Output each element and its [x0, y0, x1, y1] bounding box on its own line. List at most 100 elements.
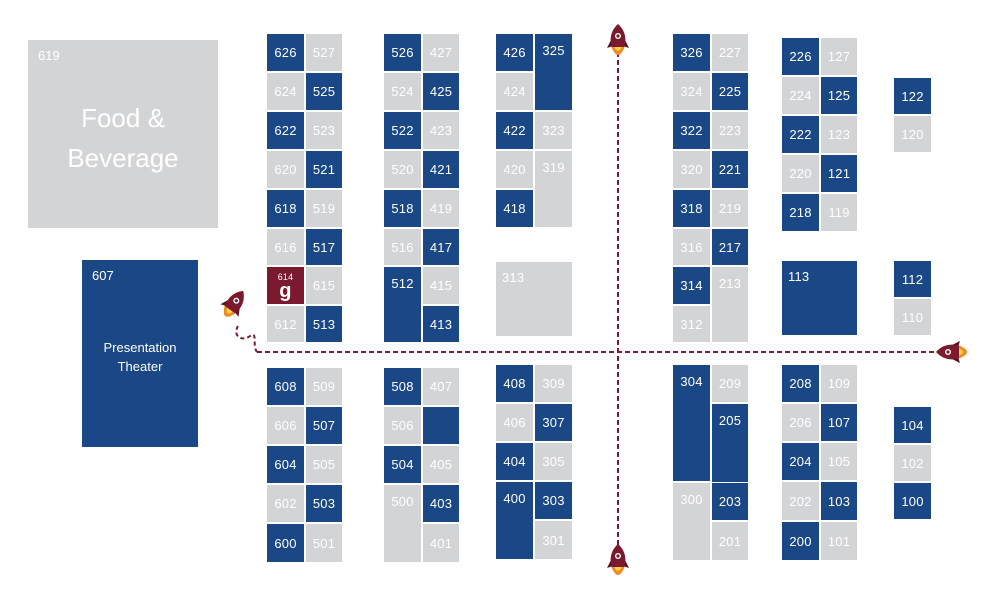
booth-508[interactable]: 508 — [383, 367, 422, 406]
booth-326[interactable]: 326 — [672, 33, 711, 72]
booth-323[interactable]: 323 — [534, 111, 573, 150]
booth-122[interactable]: 122 — [893, 77, 932, 115]
booth-420[interactable]: 420 — [495, 150, 534, 189]
booth-218[interactable]: 218 — [781, 193, 820, 232]
booth-515[interactable]: 615 — [305, 266, 343, 305]
booth-100[interactable]: 100 — [893, 482, 932, 520]
booth-221[interactable]: 221 — [711, 150, 749, 189]
booth-227[interactable]: 227 — [711, 33, 749, 72]
booth-505[interactable]: 505 — [305, 445, 343, 484]
booth-525[interactable]: 525 — [305, 72, 343, 111]
booth-417[interactable]: 417 — [422, 228, 460, 266]
booth-516[interactable]: 516 — [383, 228, 422, 266]
booth-524[interactable]: 524 — [383, 72, 422, 111]
booth-521[interactable]: 521 — [305, 150, 343, 189]
booth-202[interactable]: 202 — [781, 481, 820, 521]
booth-622[interactable]: 622 — [266, 111, 305, 150]
booth-225[interactable]: 225 — [711, 72, 749, 111]
booth-500[interactable]: 500 — [383, 484, 422, 563]
booth-504[interactable]: 504 — [383, 445, 422, 484]
booth-600[interactable]: 600 — [266, 523, 305, 563]
booth-614-featured[interactable]: 614 g — [266, 266, 305, 305]
booth-104[interactable]: 104 — [893, 406, 932, 444]
booth-206[interactable]: 206 — [781, 403, 820, 442]
booth-406[interactable]: 406 — [495, 403, 534, 442]
booth-520[interactable]: 520 — [383, 150, 422, 189]
booth-112[interactable]: 112 — [893, 260, 932, 298]
booth-527[interactable]: 527 — [305, 33, 343, 72]
booth-300[interactable]: 300 — [672, 482, 711, 561]
booth-509[interactable]: 509 — [305, 367, 343, 406]
booth-103[interactable]: 103 — [820, 481, 858, 521]
booth-blue-unlabeled[interactable] — [422, 406, 460, 445]
booth-309[interactable]: 309 — [534, 364, 573, 403]
booth-209[interactable]: 209 — [711, 364, 749, 403]
booth-305[interactable]: 305 — [534, 442, 573, 481]
booth-303[interactable]: 303 — [534, 481, 573, 520]
booth-125[interactable]: 125 — [820, 76, 858, 115]
booth-203[interactable]: 203 — [711, 482, 749, 521]
booth-102[interactable]: 102 — [893, 444, 932, 482]
booth-105[interactable]: 105 — [820, 442, 858, 481]
booth-424[interactable]: 424 — [495, 72, 534, 111]
booth-201[interactable]: 201 — [711, 521, 749, 561]
booth-425[interactable]: 425 — [422, 72, 460, 111]
booth-608[interactable]: 608 — [266, 367, 305, 406]
booth-413[interactable]: 413 — [422, 305, 460, 343]
booth-404[interactable]: 404 — [495, 442, 534, 481]
booth-507[interactable]: 507 — [305, 406, 343, 445]
booth-501[interactable]: 501 — [305, 523, 343, 563]
booth-101[interactable]: 101 — [820, 521, 858, 561]
booth-626[interactable]: 626 — [266, 33, 305, 72]
booth-208[interactable]: 208 — [781, 364, 820, 403]
booth-316[interactable]: 316 — [672, 228, 711, 266]
booth-204[interactable]: 204 — [781, 442, 820, 481]
booth-624[interactable]: 624 — [266, 72, 305, 111]
booth-121[interactable]: 121 — [820, 154, 858, 193]
booth-423[interactable]: 423 — [422, 111, 460, 150]
booth-506[interactable]: 506 — [383, 406, 422, 445]
booth-512[interactable]: 512 — [383, 266, 422, 343]
booth-307[interactable]: 307 — [534, 403, 573, 442]
booth-618[interactable]: 618 — [266, 189, 305, 228]
booth-407[interactable]: 407 — [422, 367, 460, 406]
booth-421[interactable]: 421 — [422, 150, 460, 189]
booth-517[interactable]: 517 — [305, 228, 343, 266]
booth-301[interactable]: 301 — [534, 520, 573, 560]
booth-217[interactable]: 217 — [711, 228, 749, 266]
booth-522[interactable]: 522 — [383, 111, 422, 150]
booth-418[interactable]: 418 — [495, 189, 534, 228]
booth-612[interactable]: 612 — [266, 305, 305, 343]
booth-322[interactable]: 322 — [672, 111, 711, 150]
booth-313[interactable]: 313 — [495, 261, 573, 337]
booth-320[interactable]: 320 — [672, 150, 711, 189]
booth-200[interactable]: 200 — [781, 521, 820, 561]
booth-519[interactable]: 519 — [305, 189, 343, 228]
booth-324[interactable]: 324 — [672, 72, 711, 111]
booth-318[interactable]: 318 — [672, 189, 711, 228]
booth-604[interactable]: 604 — [266, 445, 305, 484]
booth-401[interactable]: 401 — [422, 523, 460, 563]
booth-222[interactable]: 222 — [781, 115, 820, 154]
booth-523[interactable]: 523 — [305, 111, 343, 150]
booth-419[interactable]: 419 — [422, 189, 460, 228]
booth-213[interactable]: 213 — [711, 266, 749, 343]
booth-127[interactable]: 127 — [820, 37, 858, 76]
booth-606[interactable]: 606 — [266, 406, 305, 445]
booth-518[interactable]: 518 — [383, 189, 422, 228]
booth-107[interactable]: 107 — [820, 403, 858, 442]
booth-400[interactable]: 400 — [495, 481, 534, 560]
booth-422[interactable]: 422 — [495, 111, 534, 150]
booth-620[interactable]: 620 — [266, 150, 305, 189]
booth-426[interactable]: 426 — [495, 33, 534, 72]
booth-113[interactable]: 113 — [781, 260, 858, 336]
booth-119[interactable]: 119 — [820, 193, 858, 232]
booth-319[interactable]: 319 — [534, 150, 573, 228]
booth-109[interactable]: 109 — [820, 364, 858, 403]
booth-224[interactable]: 224 — [781, 76, 820, 115]
booth-526[interactable]: 526 — [383, 33, 422, 72]
food-beverage-area[interactable]: 619 Food & Beverage — [28, 40, 218, 228]
booth-403[interactable]: 403 — [422, 484, 460, 523]
booth-312[interactable]: 312 — [672, 305, 711, 343]
booth-304[interactable]: 304 — [672, 364, 711, 482]
